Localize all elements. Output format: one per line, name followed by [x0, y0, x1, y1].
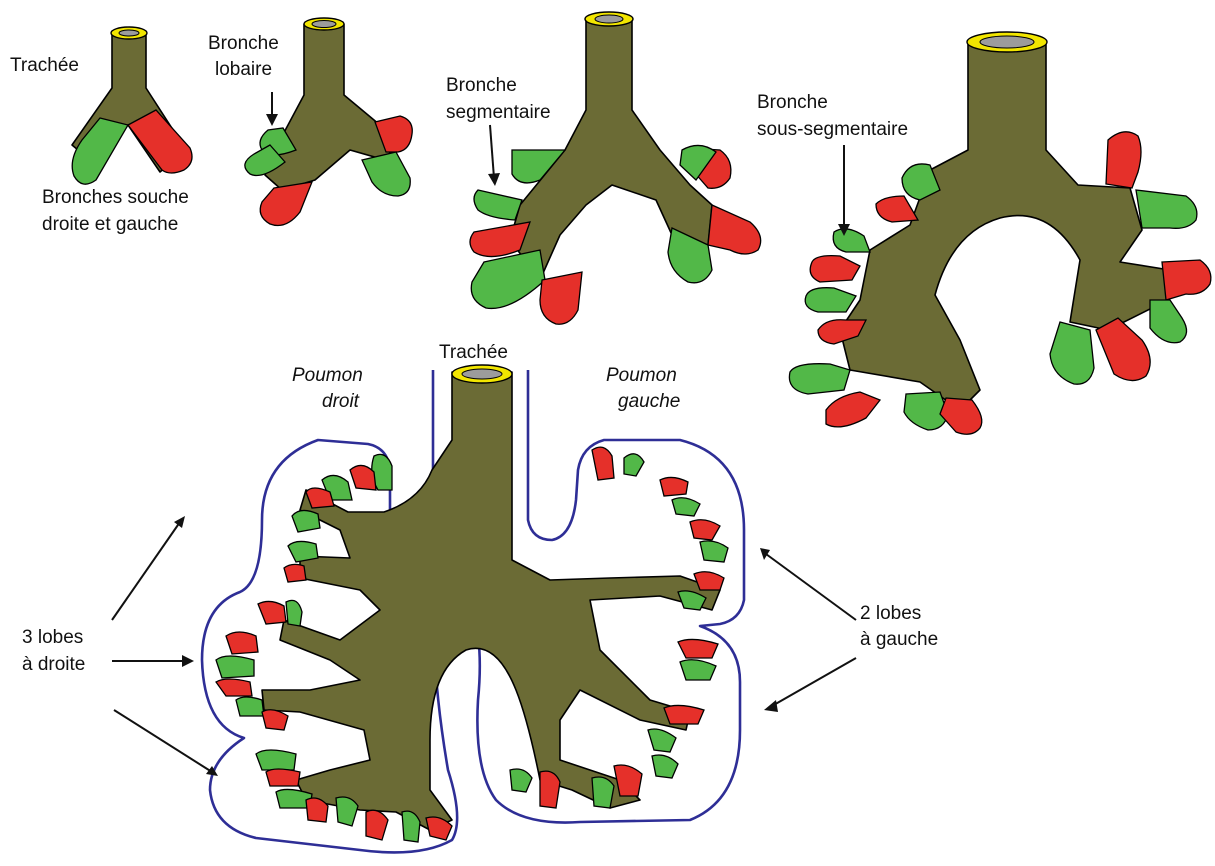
- label-lobes-droite-1: 3 lobes: [22, 627, 83, 648]
- label-lobes-gauche-1: 2 lobes: [860, 603, 921, 624]
- label-bronche-lobaire-2: lobaire: [215, 59, 272, 80]
- label-poumon-droit-2: droit: [322, 391, 360, 412]
- label-bronche-sous-segmentaire-1: Bronche: [757, 92, 828, 113]
- stage-4-subsegmental-bronchi: [789, 32, 1211, 434]
- label-lobes-gauche-2: à gauche: [860, 629, 938, 650]
- stage-3-segmental-bronchi: [470, 12, 761, 324]
- right-main-bronchus-bud: [72, 118, 128, 184]
- label-trachee-top: Trachée: [10, 55, 79, 76]
- label-poumon-droit-1: Poumon: [292, 365, 363, 386]
- left-main-bronchus-bud: [128, 110, 192, 173]
- label-bronches-souche-2: droite et gauche: [42, 214, 178, 235]
- label-bronches-souche-1: Bronches souche: [42, 187, 189, 208]
- lungs-diagram: [202, 365, 744, 852]
- label-bronche-segmentaire-2: segmentaire: [446, 102, 551, 123]
- label-lobes-droite-2: à droite: [22, 654, 85, 675]
- label-poumon-gauche-2: gauche: [618, 391, 680, 412]
- label-trachee-bottom: Trachée: [439, 342, 508, 363]
- label-bronche-segmentaire-1: Bronche: [446, 75, 517, 96]
- label-bronche-sous-segmentaire-2: sous-segmentaire: [757, 119, 908, 140]
- label-poumon-gauche-1: Poumon: [606, 365, 677, 386]
- stage-1-main-bronchi: [72, 27, 192, 184]
- label-bronche-lobaire-1: Bronche: [208, 33, 279, 54]
